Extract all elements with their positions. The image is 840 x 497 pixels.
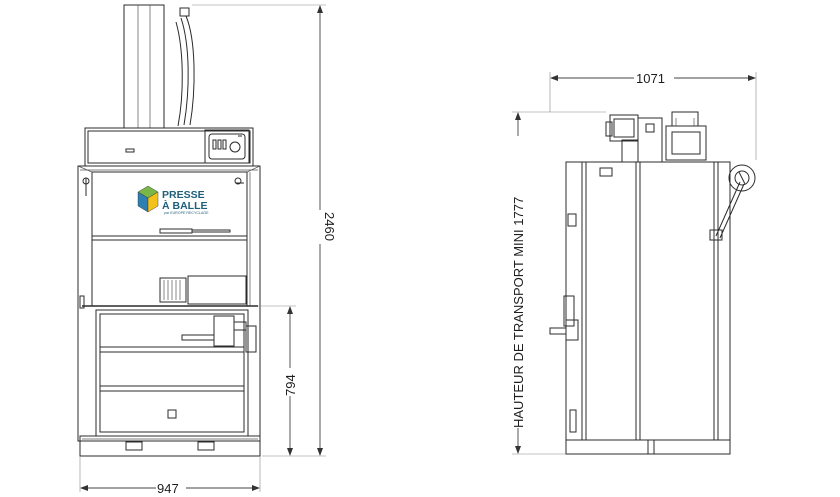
front-cabinet [77, 165, 261, 442]
front-door [95, 309, 249, 437]
logo-line1: PRESSE [162, 189, 205, 201]
presse-a-balle-logo: PRESSE À BALLE par EUROPE RECYCLAGE [137, 185, 209, 215]
side-cabinet [565, 161, 731, 441]
dimension-front-height: 2460 [192, 4, 337, 457]
dimension-door-height: 794 [258, 305, 298, 456]
ram-column [123, 4, 165, 129]
dimension-front-width: 947 [79, 456, 261, 496]
front-view: PRESSE À BALLE par EUROPE RECYCLAGE [77, 4, 261, 457]
logo-line2: À BALLE [162, 199, 208, 212]
dimension-transport-height: HAUTEUR DE TRANSPORT MINI 1777 [510, 111, 606, 455]
dimension-side-depth: 1071 [549, 70, 757, 160]
side-view [549, 111, 756, 455]
control-box [204, 129, 250, 164]
pressure-gauge [728, 164, 756, 192]
front-height-label: 2460 [322, 212, 337, 241]
door-height-label: 794 [283, 374, 298, 396]
logo-cube-right [147, 191, 159, 213]
vent-grill [159, 277, 187, 303]
front-base [79, 435, 261, 457]
logo-subline: par EUROPE RECYCLAGE [164, 211, 209, 215]
front-width-label: 947 [157, 481, 179, 496]
transport-height-label: HAUTEUR DE TRANSPORT MINI 1777 [511, 197, 526, 428]
side-depth-label: 1071 [636, 71, 665, 86]
